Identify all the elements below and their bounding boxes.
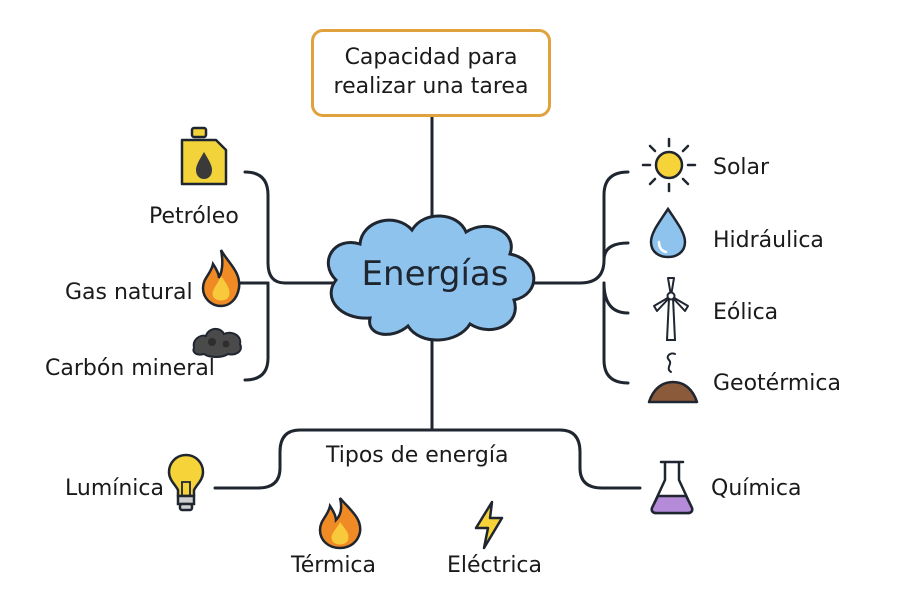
label-hidraulica: Hidráulica bbox=[713, 228, 824, 253]
center-title: Energías bbox=[361, 254, 509, 294]
wind-turbine-icon bbox=[653, 277, 689, 341]
flame-icon bbox=[201, 249, 241, 308]
label-electrica: Eléctrica bbox=[447, 553, 543, 578]
label-luminica: Lumínica bbox=[65, 476, 164, 501]
flask-icon bbox=[650, 460, 694, 515]
label-termica: Térmica bbox=[291, 553, 377, 578]
label-solar: Solar bbox=[713, 155, 770, 180]
label-eolica: Eólica bbox=[713, 300, 779, 325]
water-drop-icon bbox=[649, 206, 687, 259]
geothermal-mound-icon bbox=[647, 352, 699, 404]
definition-box: Capacidad para realizar una tarea bbox=[311, 29, 551, 117]
light-bulb-icon bbox=[167, 453, 205, 512]
fuel-canister-icon bbox=[180, 126, 228, 186]
types-heading: Tipos de energía bbox=[326, 443, 509, 468]
sun-icon bbox=[641, 137, 697, 193]
label-petroleo: Petróleo bbox=[149, 204, 239, 229]
label-gas-natural: Gas natural bbox=[65, 280, 193, 305]
label-quimica: Química bbox=[711, 476, 802, 501]
lightning-icon bbox=[474, 500, 504, 550]
center-cloud bbox=[326, 214, 536, 342]
fire-icon bbox=[318, 497, 362, 550]
label-carbon-mineral: Carbón mineral bbox=[45, 356, 215, 381]
label-geotermica: Geotérmica bbox=[713, 371, 841, 396]
coal-icon bbox=[192, 328, 242, 358]
